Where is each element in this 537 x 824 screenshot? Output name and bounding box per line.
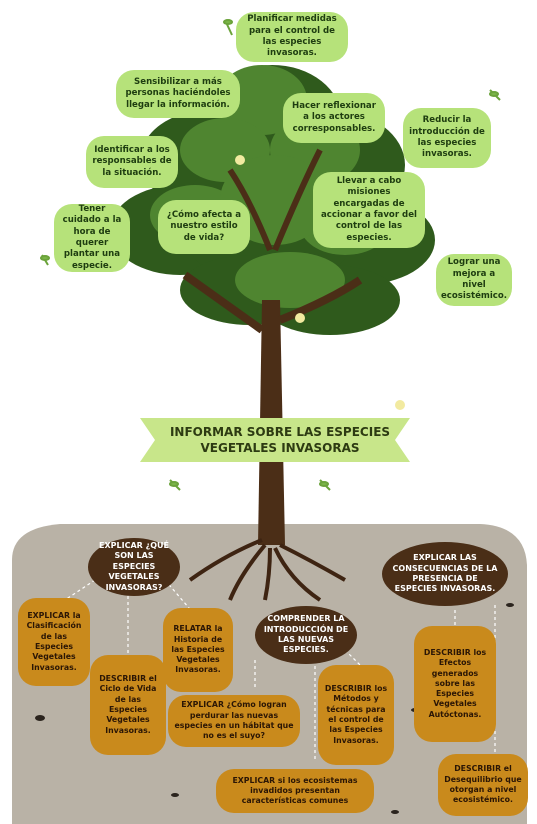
banner-line-1: INFORMAR SOBRE LAS ESPECIES (169, 425, 391, 439)
banner-line-2: VEGETALES INVASORAS (200, 441, 360, 456)
root-sub-clasificacion: EXPLICAR la Clasificación de las Especie… (18, 598, 90, 686)
root-sub-desequilibrio: DESCRIBIR el Desequilibrio que otorgan a… (438, 754, 528, 816)
root-sub-relatar-historia: RELATAR la Historia de las Especies Vege… (163, 608, 233, 692)
root-sub-como-logran: EXPLICAR ¿Cómo logran perdurar las nueva… (168, 695, 300, 747)
root-main-comprender: COMPRENDER LA INTRODUCCIÓN DE LAS NUEVAS… (255, 606, 357, 664)
root-sub-efectos: DESCRIBIR los Efectos generados sobre la… (414, 626, 496, 742)
root-main-que-son: EXPLICAR ¿QUÉ SON LAS ESPECIES VEGETALES… (88, 538, 180, 596)
root-sub-metodos: DESCRIBIR los Métodos y técnicas para el… (318, 665, 394, 765)
leaf-box-llevar-a-cabo: Llevar a cabo misiones encargadas de acc… (313, 172, 425, 248)
root-sub-ecosistemas: EXPLICAR si los ecosistemas invadidos pr… (216, 769, 374, 813)
leaf-box-reflexionar: Hacer reflexionar a los actores correspo… (283, 93, 385, 143)
root-main-consecuencias: EXPLICAR LAS CONSECUENCIAS DE LA PRESENC… (382, 542, 508, 606)
leaf-box-lograr-mejora: Lograr una mejora a nivel ecosistémico. (436, 254, 512, 306)
leaf-box-identificar: Identificar a los responsables de la sit… (86, 136, 178, 188)
leaf-box-planificar: Planificar medidas para el control de la… (236, 12, 348, 62)
banner-ribbon (140, 418, 410, 462)
roots (188, 538, 346, 602)
root-sub-ciclo-vida: DESCRIBIR el Ciclo de Vida de las Especi… (90, 655, 166, 755)
leaf-box-reducir: Reducir la introducción de las especies … (403, 108, 491, 168)
leaf-box-sensibilizar: Sensibilizar a más personas haciéndoles … (116, 70, 240, 118)
leaf-sprig-icon (40, 19, 501, 491)
central-banner: INFORMAR SOBRE LAS ESPECIES VEGETALES IN… (150, 424, 410, 456)
leaf-box-como-afecta: ¿Cómo afecta a nuestro estilo de vida? (158, 200, 250, 254)
flower-icon (235, 155, 405, 410)
leaf-box-tener-cuidado: Tener cuidado a la hora de querer planta… (54, 204, 130, 272)
